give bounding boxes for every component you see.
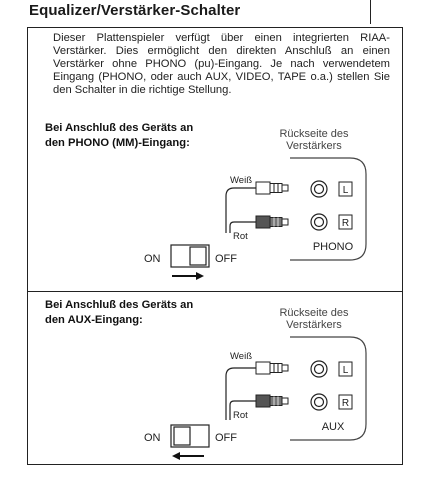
white-plug-icon — [255, 361, 289, 375]
section-1-cables: L R Weiß Rot PHONO — [225, 175, 354, 253]
intro-text: Dieser Plattenspieler verfügt über einen… — [53, 32, 390, 96]
white-plug-icon — [255, 181, 289, 195]
switch-knob-icon — [173, 426, 191, 446]
section-1-rear-line2: Verstärkers — [286, 140, 342, 152]
section-1-jack-right-label: R — [342, 218, 349, 229]
section-2-input-name: AUX — [322, 421, 345, 433]
section-1-rear-line1: Rückseite des — [279, 128, 349, 140]
section-2-switch-off-label: OFF — [215, 432, 237, 444]
section-2-switch-on-label: ON — [144, 432, 161, 444]
page-title: Equalizer/Verstärker-Schalter — [29, 2, 241, 19]
section-1-switch-off-label: OFF — [215, 253, 237, 265]
jack-l-icon — [310, 360, 328, 378]
red-plug-icon — [255, 215, 289, 229]
section-1-input-name: PHONO — [313, 241, 354, 253]
jack-l-icon — [310, 180, 328, 198]
section-1-switch-on-label: ON — [144, 253, 161, 265]
section-2-switch: ON OFF — [144, 424, 237, 460]
section-1-heading-line2: den PHONO (MM)-Eingang: — [45, 137, 190, 149]
section-2-rear-line1: Rückseite des — [279, 307, 349, 319]
section-2-panel — [290, 336, 367, 441]
red-plug-icon — [255, 394, 289, 408]
jack-r-icon — [310, 213, 328, 231]
arrow-left-icon — [172, 452, 180, 460]
section-2-heading: Bei Anschluß des Geräts an den AUX-Einga… — [45, 298, 193, 328]
jack-r-icon — [310, 393, 328, 411]
section-1-heading-line1: Bei Anschluß des Geräts an — [45, 122, 194, 134]
section-2-rear-label: Rückseite des Verstärkers — [259, 307, 369, 331]
section-1-white-label: Weiß — [230, 175, 252, 186]
section-divider — [27, 291, 403, 292]
arrow-right-icon — [196, 272, 204, 280]
section-2-heading-line2: den AUX-Eingang: — [45, 314, 143, 326]
section-1-panel — [290, 157, 367, 261]
section-2-heading-line1: Bei Anschluß des Geräts an — [45, 299, 194, 311]
switch-knob-icon — [189, 246, 207, 266]
section-2-rear-line2: Verstärkers — [286, 319, 342, 331]
top-rule — [370, 0, 371, 24]
section-1-rear-label: Rückseite des Verstärkers — [259, 128, 369, 152]
section-2-red-label: Rot — [233, 410, 248, 421]
section-1-switch: ON OFF — [144, 244, 237, 280]
section-1-jack-left-label: L — [343, 185, 349, 196]
section-2-white-label: Weiß — [230, 351, 252, 362]
section-1-heading: Bei Anschluß des Geräts an den PHONO (MM… — [45, 121, 193, 151]
section-2-cables: L R Weiß Rot AUX — [225, 351, 353, 433]
section-2-jack-left-label: L — [343, 365, 349, 376]
section-2-jack-right-label: R — [342, 398, 349, 409]
content-frame — [27, 27, 403, 465]
section-1-red-label: Rot — [233, 231, 248, 242]
